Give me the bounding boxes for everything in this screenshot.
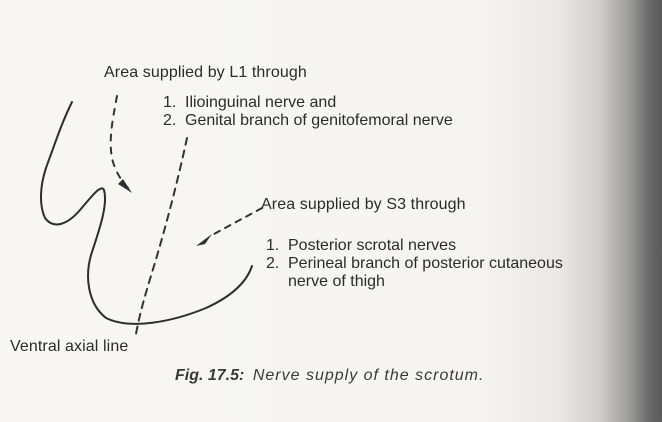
list-number: 2. <box>266 255 288 273</box>
list-text: Perineal branch of posterior cutaneous <box>288 255 563 273</box>
l1-leader-arrowhead <box>118 179 132 193</box>
s3-nerve-item: 1. Posterior scrotal nerves <box>266 237 563 255</box>
s3-nerve-list: 1. Posterior scrotal nerves 2. Perineal … <box>266 237 563 291</box>
list-text: nerve of thigh <box>288 273 385 291</box>
s3-leader-dashed <box>214 208 262 234</box>
list-number: 2. <box>163 112 185 130</box>
l1-nerve-item: 2. Genital branch of genitofemoral nerve <box>163 112 453 130</box>
list-text: Ilioinguinal nerve and <box>185 94 336 112</box>
list-number <box>266 273 288 291</box>
l1-area-label: Area supplied by L1 through <box>104 64 307 82</box>
list-number: 1. <box>163 94 185 112</box>
s3-leader-arrowhead <box>196 234 212 246</box>
list-text: Genital branch of genitofemoral nerve <box>185 112 453 130</box>
s3-nerve-item: nerve of thigh <box>266 273 563 291</box>
list-text: Posterior scrotal nerves <box>288 237 456 255</box>
ventral-axial-line <box>136 138 187 334</box>
ventral-axial-line-label: Ventral axial line <box>10 338 128 356</box>
l1-nerve-item: 1. Ilioinguinal nerve and <box>163 94 453 112</box>
l1-leader-dashed <box>111 96 128 188</box>
figure-caption-text: Nerve supply of the scrotum. <box>253 367 485 384</box>
l1-nerve-list: 1. Ilioinguinal nerve and 2. Genital bra… <box>163 94 453 130</box>
figure-number: Fig. 17.5: <box>175 367 244 384</box>
s3-nerve-item: 2. Perineal branch of posterior cutaneou… <box>266 255 563 273</box>
list-number: 1. <box>266 237 288 255</box>
figure-caption: Fig. 17.5: Nerve supply of the scrotum. <box>175 367 484 385</box>
s3-area-label: Area supplied by S3 through <box>261 196 466 214</box>
